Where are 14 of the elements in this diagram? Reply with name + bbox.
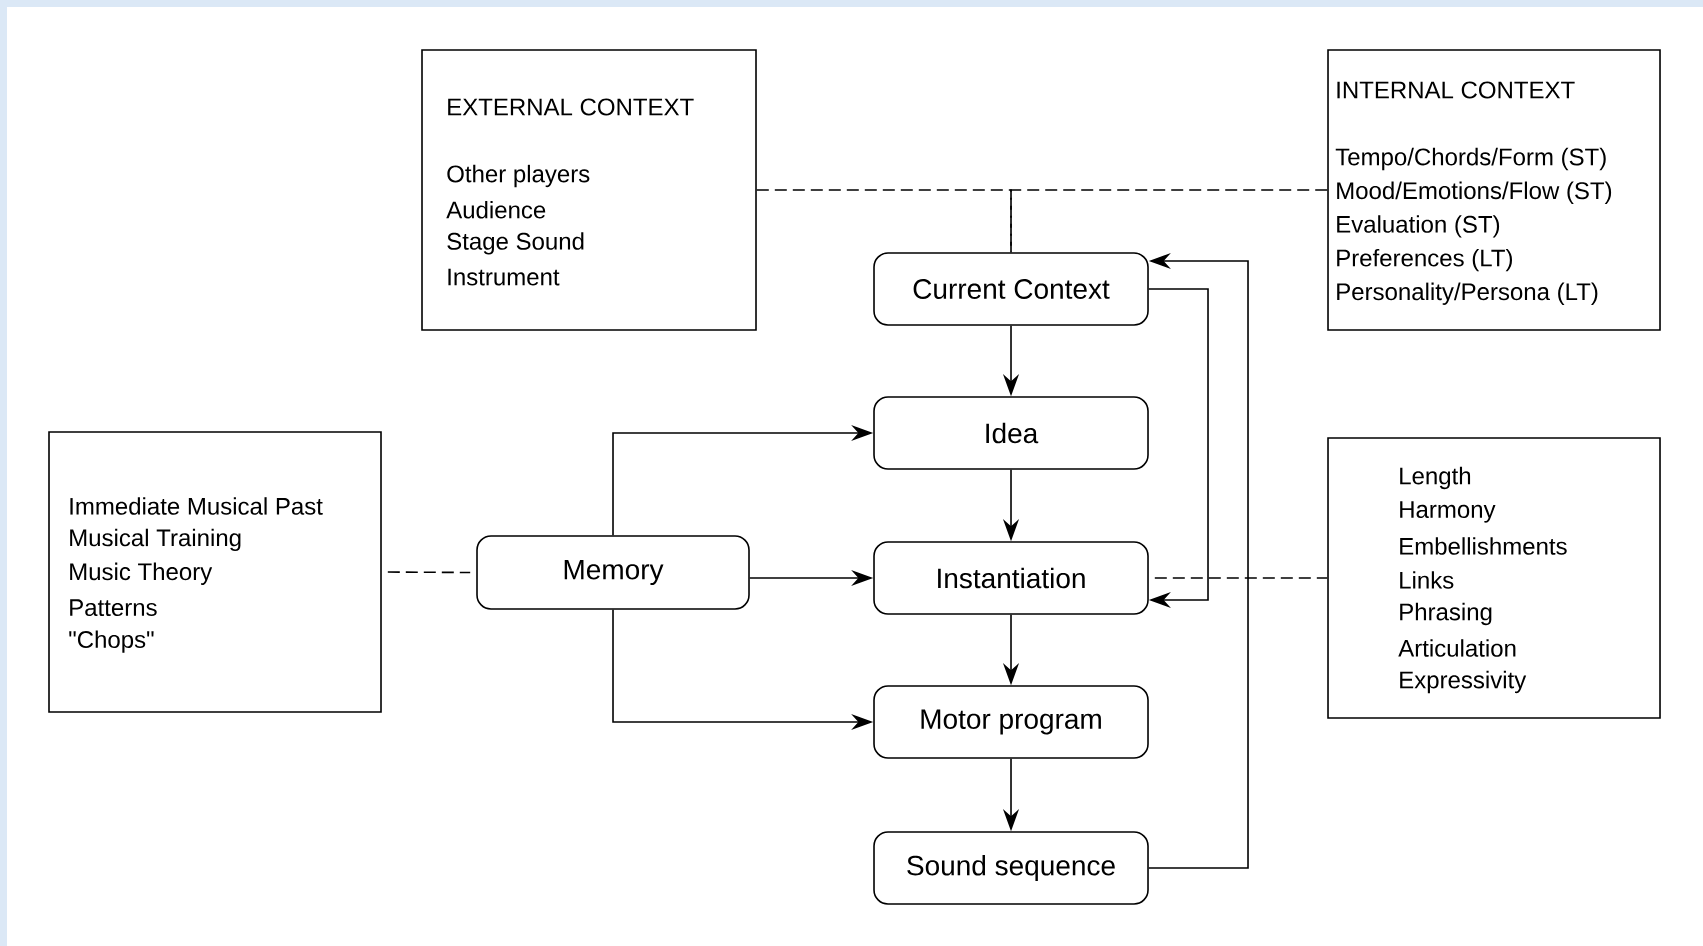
list-box: Length Harmony Embellishments Links Phrasing Articulation Expressivity (1327, 437, 1661, 719)
context-box: EXTERNAL CONTEXT Other players Audience Stage Sound Instrument (421, 49, 757, 331)
list-box: Immediate Musical Past Musical Training Music Theory Patterns "Chops" (48, 431, 382, 713)
process-box: Idea (873, 396, 1149, 470)
context-box: INTERNAL CONTEXT Tempo/Chords/Form (ST) Mood/Emotions/Flow (ST) Evaluation (ST) Preferences (LT) Personality/Persona (LT) (1327, 49, 1661, 331)
process-box: Instantiation (873, 541, 1149, 615)
dashed-line (387, 571, 471, 574)
process-box: Current Context (873, 252, 1149, 326)
dashed-line (1154, 577, 1328, 579)
process-box: Memory (476, 535, 750, 610)
arrow (1148, 288, 1209, 609)
process-box: Sound sequence (873, 831, 1149, 905)
dashed-line (756, 189, 1012, 253)
process-box: Motor program (873, 685, 1149, 759)
